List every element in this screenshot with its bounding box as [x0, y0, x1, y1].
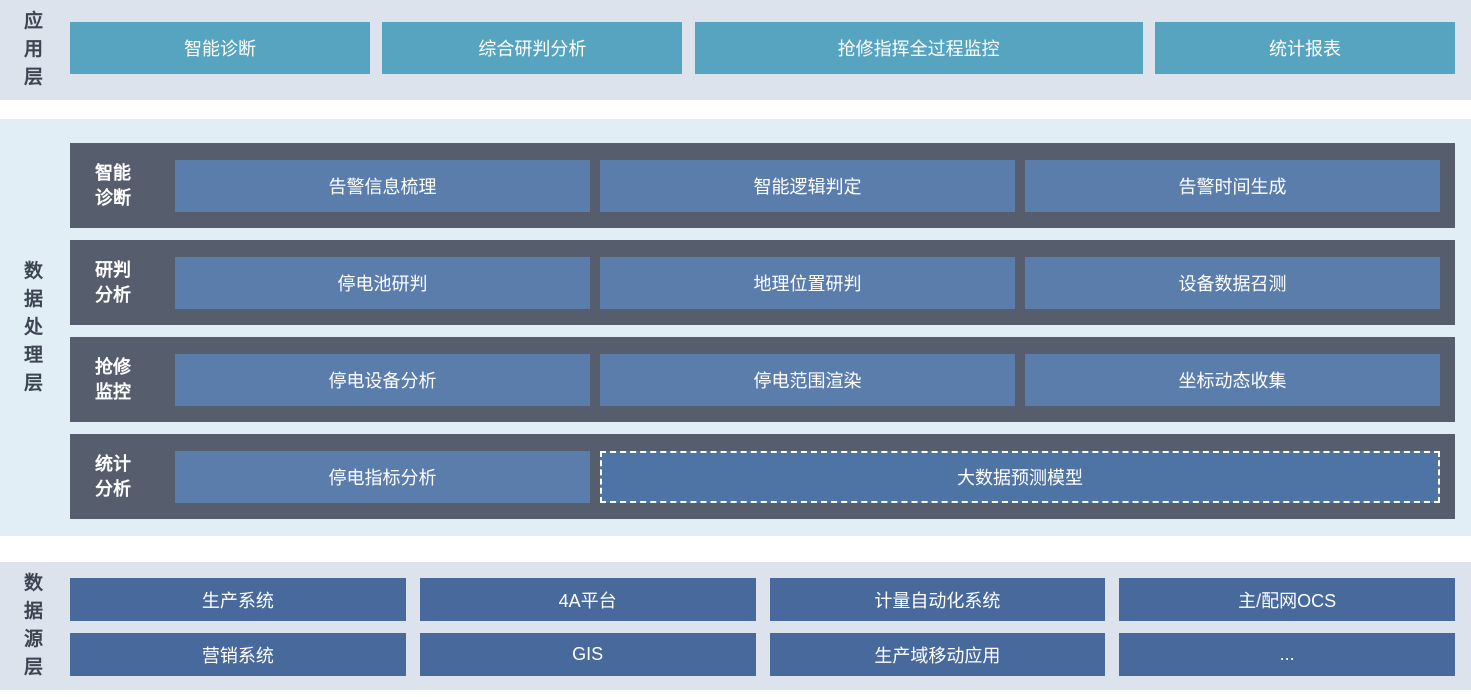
process-row-label: 智能 诊断: [95, 162, 131, 208]
process-node-logic-judgment: 智能逻辑判定: [600, 159, 1015, 212]
source-rows: 生产系统 4A平台 计量自动化系统 主/配网OCS 营销系统 GIS 生产域移动…: [70, 578, 1455, 676]
source-node-4a-platform: 4A平台: [419, 578, 756, 621]
app-node-repair-monitoring: 抢修指挥全过程监控: [694, 22, 1143, 74]
process-row-label: 统计 分析: [95, 453, 131, 499]
app-node-comprehensive-analysis: 综合研判分析: [382, 22, 683, 74]
app-node-intelligent-diagnosis: 智能诊断: [70, 22, 370, 74]
data-processing-layer-band: 数 据 处 理 层 智能 诊断 告警信息梳理 智能逻辑判定 告警时间生成 研判 …: [0, 119, 1471, 536]
process-node-alarm-info-sorting: 告警信息梳理: [175, 159, 590, 212]
process-row-intelligent-diagnosis: 智能 诊断 告警信息梳理 智能逻辑判定 告警时间生成: [70, 143, 1455, 228]
source-node-marketing-system: 营销系统: [70, 633, 406, 676]
source-row-1: 生产系统 4A平台 计量自动化系统 主/配网OCS: [70, 578, 1455, 621]
process-row-research-analysis: 研判 分析 停电池研判 地理位置研判 设备数据召测: [70, 240, 1455, 325]
application-layer-nodes: 智能诊断 综合研判分析 抢修指挥全过程监控 统计报表: [70, 22, 1455, 74]
source-node-main-distribution-ocs: 主/配网OCS: [1119, 578, 1455, 621]
process-node-geolocation-analysis: 地理位置研判: [600, 256, 1015, 309]
data-source-layer-band: 数 据 源 层 生产系统 4A平台 计量自动化系统 主/配网OCS 营销系统 G…: [0, 562, 1471, 690]
process-row-label: 研判 分析: [95, 259, 131, 305]
process-node-outage-index-analysis: 停电指标分析: [175, 450, 590, 503]
process-node-outage-device-analysis: 停电设备分析: [175, 353, 590, 406]
source-row-2: 营销系统 GIS 生产域移动应用 ...: [70, 633, 1455, 676]
source-node-ellipsis: ...: [1119, 633, 1455, 676]
source-node-production-mobile-app: 生产域移动应用: [769, 633, 1106, 676]
source-node-metering-automation: 计量自动化系统: [769, 578, 1106, 621]
source-node-gis: GIS: [419, 633, 756, 676]
process-node-alarm-time-generation: 告警时间生成: [1025, 159, 1440, 212]
app-node-statistical-reports: 统计报表: [1154, 22, 1455, 74]
process-row-statistical-analysis: 统计 分析 停电指标分析 大数据预测模型: [70, 434, 1455, 519]
process-node-coordinate-collection: 坐标动态收集: [1025, 353, 1440, 406]
process-node-outage-range-rendering: 停电范围渲染: [600, 353, 1015, 406]
process-node-outage-battery-analysis: 停电池研判: [175, 256, 590, 309]
application-layer-band: 应 用 层 智能诊断 综合研判分析 抢修指挥全过程监控 统计报表: [0, 0, 1471, 100]
process-node-bigdata-prediction-model: 大数据预测模型: [600, 450, 1440, 503]
process-row-label: 抢修 监控: [95, 356, 131, 402]
data-processing-layer-label: 数 据 处 理 层: [23, 260, 44, 394]
process-node-device-data-reading: 设备数据召测: [1025, 256, 1440, 309]
process-row-repair-monitoring: 抢修 监控 停电设备分析 停电范围渲染 坐标动态收集: [70, 337, 1455, 422]
source-node-production-system: 生产系统: [70, 578, 406, 621]
application-layer-label: 应 用 层: [23, 11, 44, 88]
data-source-layer-label: 数 据 源 层: [23, 573, 44, 678]
process-rows: 智能 诊断 告警信息梳理 智能逻辑判定 告警时间生成 研判 分析 停电池研判 地…: [70, 143, 1455, 519]
